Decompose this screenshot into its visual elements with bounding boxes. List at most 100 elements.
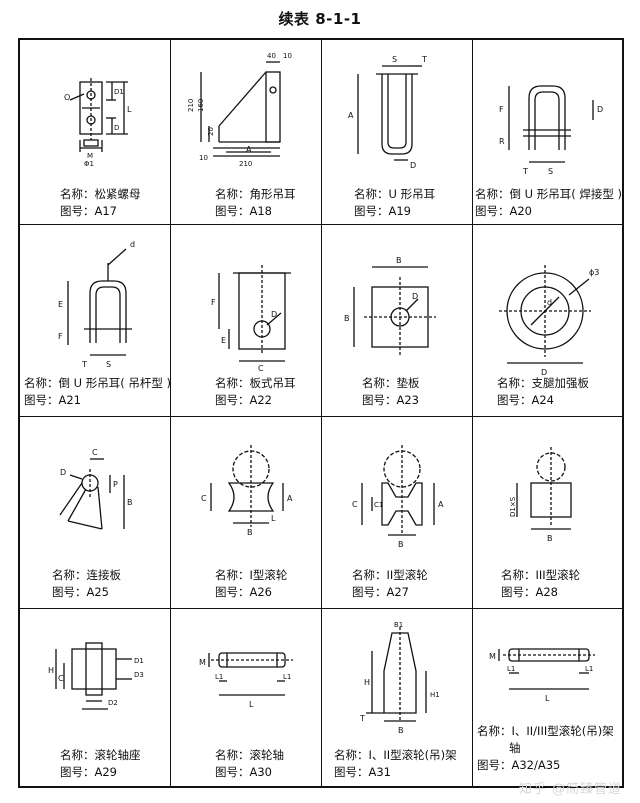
cell-a27: C C1 A B 名称：II型滚轮 图号：A27: [322, 417, 472, 608]
item-code: 图号：A23: [362, 393, 419, 407]
cell-a26: C A B L 名称：I型滚轮 图号：A26: [171, 417, 321, 608]
cell-a19: S T A D 名称：U 形吊耳 图号：A19: [322, 40, 472, 224]
label-d-small: d: [130, 240, 135, 249]
item-code: 图号：A22: [215, 393, 272, 407]
roller-axle-seat-drawing: H C D1 D3 D2: [48, 642, 144, 710]
label-d: D: [597, 105, 603, 114]
cell-a22: F E D C 名称：板式吊耳 图号：A22: [171, 225, 321, 416]
label-f: F: [58, 332, 63, 341]
label-r: R: [499, 137, 505, 146]
cell-a25: C D P B 名称：连接板 图号：A25: [20, 417, 170, 608]
angle-lug-drawing: 40 10 210 160 20 10 210 A: [187, 52, 292, 168]
cell-a20: F R T S D 名称：倒 U 形吊耳( 焊接型 ) 图号：A20: [473, 40, 624, 224]
label-l1-right: L1: [283, 673, 291, 681]
inverted-u-lug-welded-drawing: F R T S D: [499, 85, 603, 176]
turnbuckle-nut-drawing: O M Φ1 D1 L D: [64, 78, 132, 168]
item-name: 名称：角形吊耳: [215, 187, 296, 201]
label-l: L: [271, 514, 276, 523]
item-name: 名称：板式吊耳: [215, 376, 296, 390]
label-10: 10: [199, 154, 208, 162]
label-t: T: [359, 714, 365, 723]
label-s: S: [392, 55, 397, 64]
item-code: 图号：A20: [475, 204, 532, 218]
label-a: A: [246, 145, 252, 154]
label-l1-left: L1: [507, 665, 515, 673]
label-s: S: [106, 360, 111, 369]
item-name: 名称：U 形吊耳: [354, 187, 436, 201]
item-name: 名称：I、II型滚轮(吊)架: [334, 748, 457, 762]
label-o: O: [64, 93, 70, 102]
label-e: E: [221, 336, 226, 345]
label-d2-inner: D2: [108, 699, 118, 707]
label-phi3: ϕ3: [589, 268, 599, 277]
cell-a17: O M Φ1 D1 L D 名称：松紧螺母 图号：A17: [20, 40, 170, 224]
label-a: A: [348, 111, 354, 120]
label-b: B: [127, 498, 133, 507]
label-t: T: [421, 55, 427, 64]
label-d: D: [271, 310, 277, 319]
cell-a30: M L1 L1 L 名称：滚轮轴 图号：A30: [171, 609, 321, 788]
item-name: 名称：III型滚轮: [501, 568, 581, 582]
label-l1-left: L1: [215, 673, 223, 681]
item-code: 图号：A25: [52, 585, 109, 599]
item-code: 图号：A21: [24, 393, 81, 407]
label-h: H: [364, 678, 370, 687]
item-name: 名称：滚轮轴座: [60, 748, 141, 762]
label-210-v: 210: [187, 99, 195, 112]
label-b-left: B: [344, 314, 350, 323]
cell-a31: B1 H H1 T B 名称：I、II型滚轮(吊)架 图号：A31: [322, 609, 472, 788]
label-l1-right: L1: [585, 665, 593, 673]
label-t: T: [81, 360, 87, 369]
plate-lug-drawing: F E D C: [211, 265, 291, 373]
label-b: B: [247, 528, 253, 537]
connecting-plate-drawing: C D P B: [59, 448, 133, 530]
label-f: F: [211, 298, 216, 307]
label-c: C: [352, 500, 358, 509]
item-code: 图号：A27: [352, 585, 409, 599]
label-d1xs: D1×S: [509, 496, 517, 517]
item-name: 名称：倒 U 形吊耳( 焊接型 ): [475, 187, 623, 201]
type-i-roller-drawing: C A B L: [201, 445, 293, 537]
item-code: 图号：A19: [354, 204, 411, 218]
cell-a32-a35: M L1 L1 L 名称：I、II/III型滚轮(吊)架 轴 图号：A32/A3…: [473, 609, 624, 788]
item-code: 图号：A26: [215, 585, 272, 599]
label-p: P: [113, 480, 118, 489]
label-c: C: [58, 674, 64, 683]
label-a: A: [287, 494, 293, 503]
item-code: 图号：A18: [215, 204, 272, 218]
item-code: 图号：A32/A35: [477, 758, 561, 772]
item-name: 名称：松紧螺母: [60, 187, 141, 201]
item-code: 图号：A17: [60, 204, 117, 218]
label-f: F: [499, 105, 504, 114]
item-name: 名称：滚轮轴: [215, 748, 284, 762]
label-h: H: [48, 666, 54, 675]
roller-hanger-axle-drawing: M L1 L1 L: [489, 648, 595, 703]
label-h1: H1: [430, 691, 440, 699]
label-m: M: [199, 658, 206, 667]
label-40: 40: [267, 52, 276, 60]
label-d1: D1: [134, 657, 144, 665]
item-code: 图号：A29: [60, 765, 117, 779]
label-d: D: [60, 468, 66, 477]
label-l: L: [127, 105, 132, 114]
label-d-large: D: [541, 368, 547, 375]
type-ii-roller-drawing: C C1 A B: [352, 445, 444, 549]
label-b: B: [398, 726, 404, 735]
cell-a28: D1×S B 名称：III型滚轮 图号：A28: [473, 417, 624, 608]
label-c: C: [201, 494, 207, 503]
item-name: 名称：I型滚轮: [215, 568, 288, 582]
item-name: 名称：连接板: [52, 568, 121, 582]
watermark: 知乎 @简臻管道: [518, 782, 622, 797]
cell-a24: ϕ3 d D 名称：支腿加强板 图号：A24: [473, 225, 624, 416]
label-10-top: 10: [283, 52, 292, 60]
label-phi1: Φ1: [84, 160, 94, 168]
label-l: L: [249, 700, 254, 709]
label-c: C: [258, 364, 264, 373]
label-b: B: [547, 534, 553, 543]
item-name: 名称：垫板: [362, 376, 420, 390]
label-c: C: [92, 448, 98, 457]
item-name: 名称：I、II/III型滚轮(吊)架: [477, 724, 614, 738]
roller-hanger-frame-drawing: B1 H H1 T B: [359, 621, 440, 735]
item-name: 名称：II型滚轮: [352, 568, 428, 582]
label-c1: C1: [374, 501, 383, 509]
